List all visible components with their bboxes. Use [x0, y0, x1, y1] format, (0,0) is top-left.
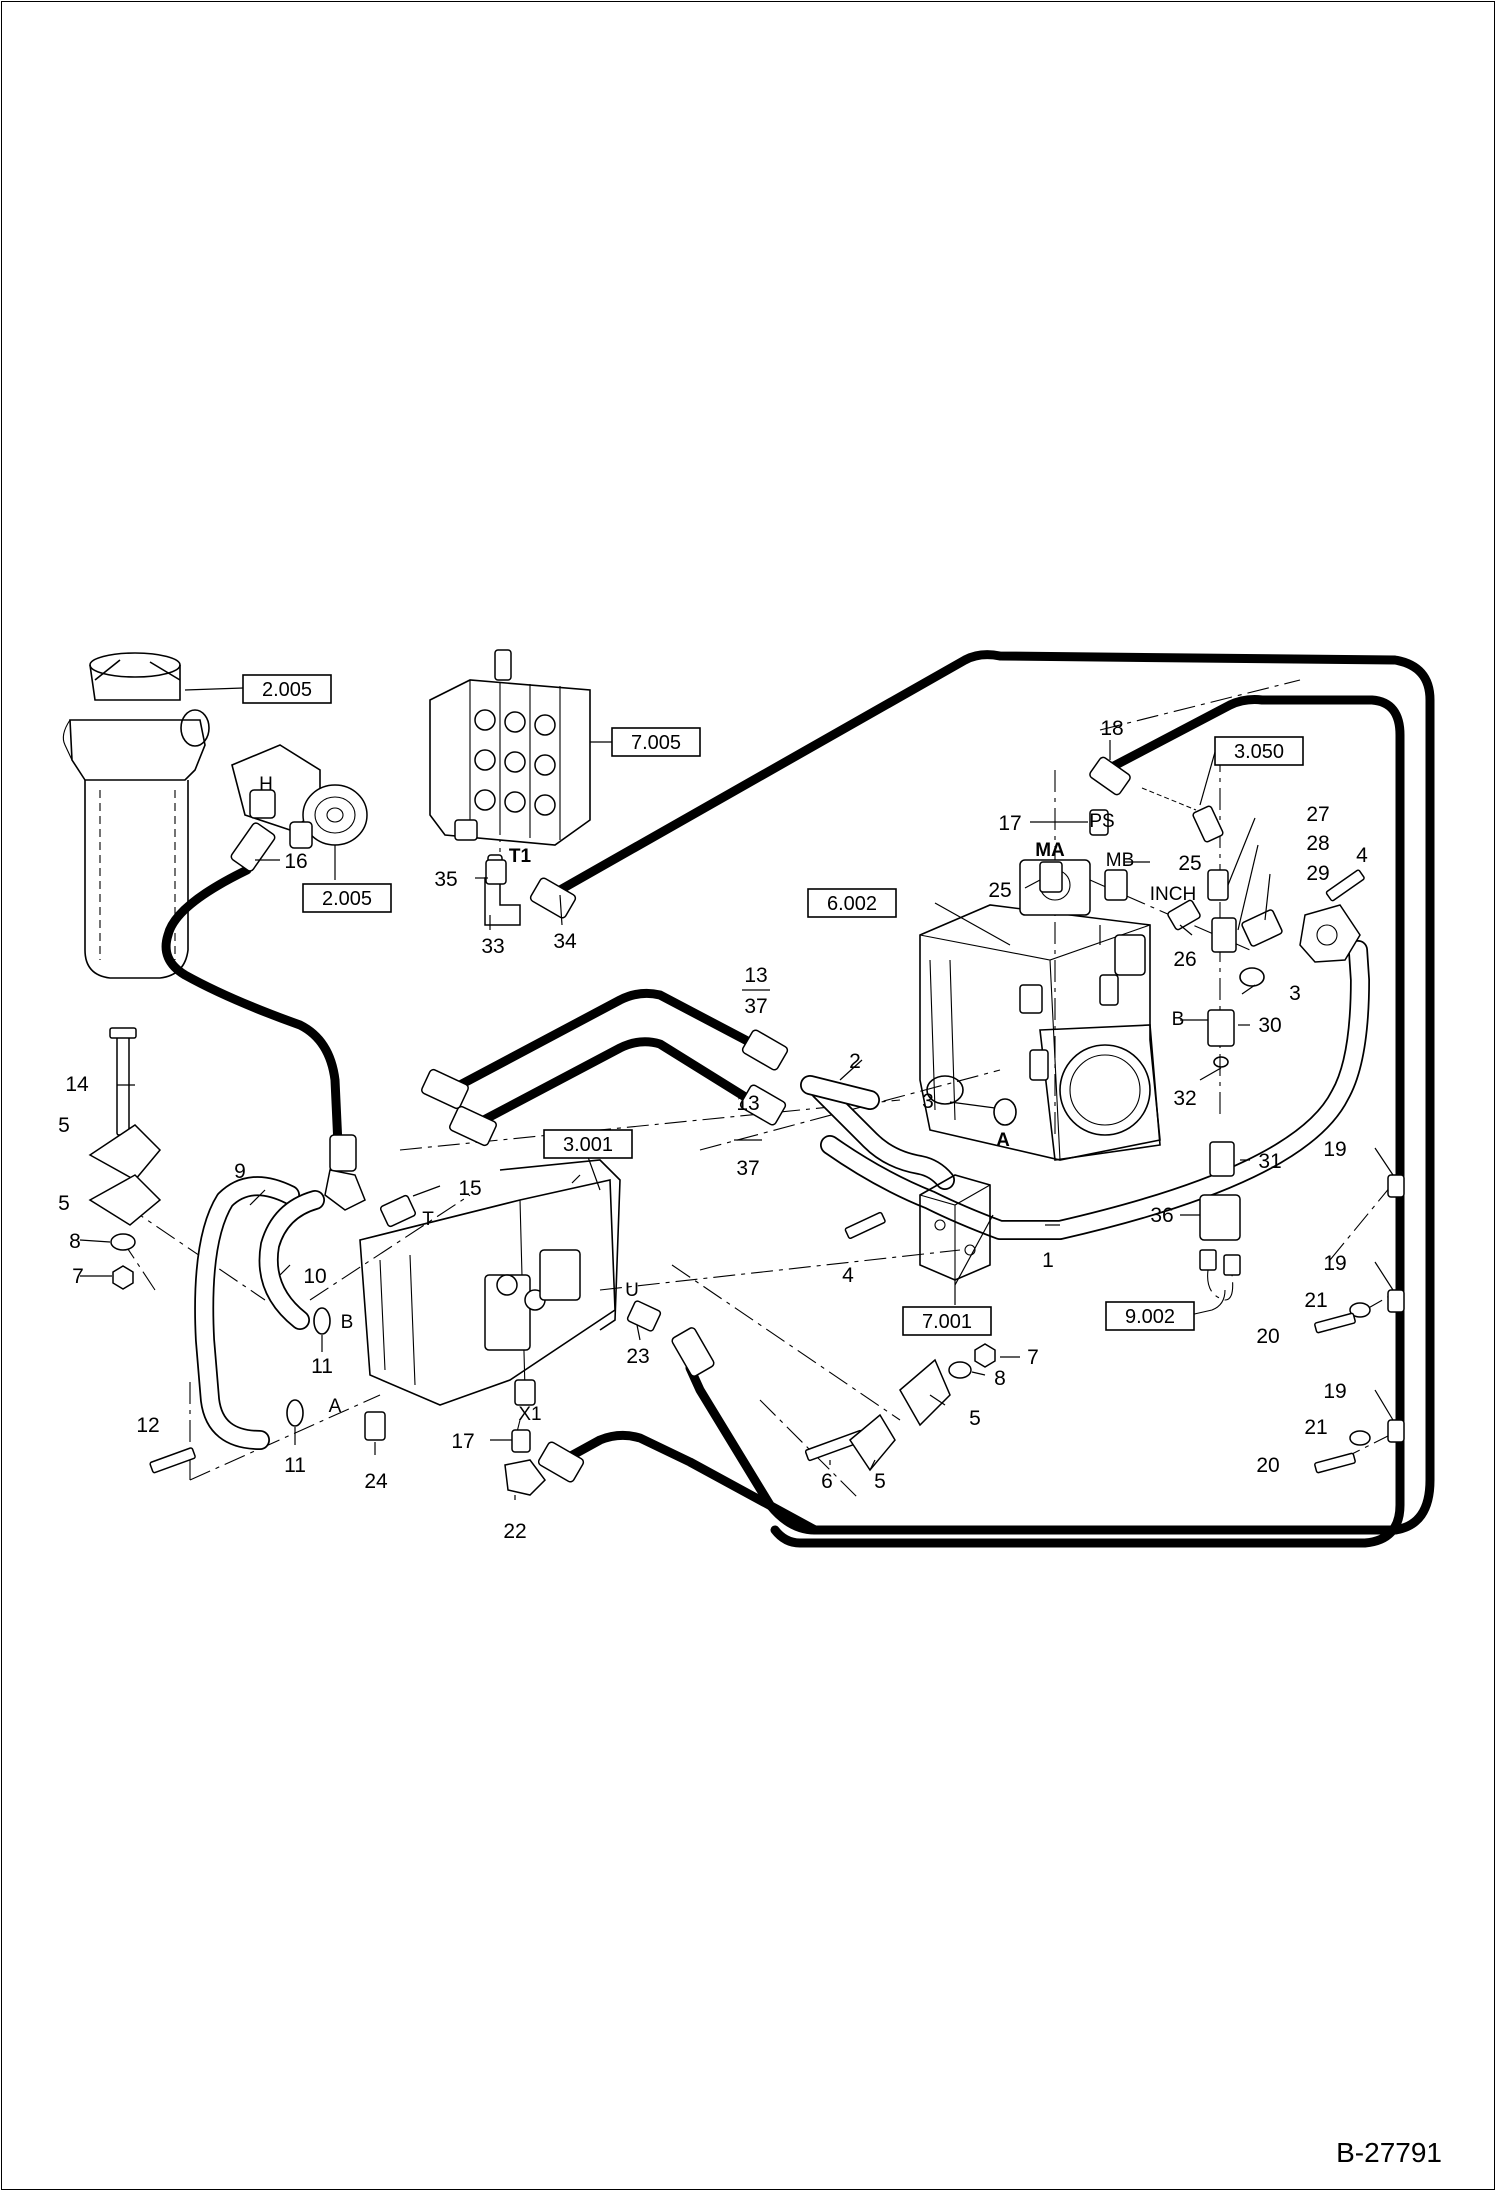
port-label: B [1172, 1009, 1185, 1030]
callout: 9 [234, 1160, 246, 1183]
callout: 14 [65, 1073, 89, 1096]
callout: 18 [1100, 717, 1123, 740]
callout: 5 [58, 1114, 70, 1137]
callout: 5 [58, 1192, 70, 1215]
port-label: MA [1035, 840, 1065, 861]
callout: 4 [1356, 844, 1368, 867]
callout: 1 [1042, 1249, 1054, 1272]
callout: 32 [1173, 1087, 1196, 1110]
callout: 2 [849, 1050, 861, 1073]
callout: 19 [1323, 1252, 1346, 1275]
svg-text:3.001: 3.001 [563, 1134, 613, 1156]
callout: 6 [821, 1470, 833, 1493]
ref-box-motor: 3.001 [543, 1129, 633, 1159]
callout: 11 [284, 1454, 306, 1477]
callout: 21 [1304, 1416, 1327, 1439]
svg-text:9.002: 9.002 [1125, 1306, 1175, 1328]
callout: 29 [1306, 862, 1329, 885]
callout: 25 [988, 879, 1011, 902]
document-id: B-27791 [1336, 2137, 1442, 2168]
callout-numbers: 1 2 3 3 4 4 5 5 5 5 6 7 7 8 8 9 10 11 11… [58, 717, 1368, 1543]
callout: 5 [874, 1470, 886, 1493]
control-valve [429, 649, 591, 926]
callout: 35 [434, 868, 457, 891]
callout: 24 [364, 1470, 388, 1493]
svg-text:7.005: 7.005 [631, 732, 681, 754]
callout: 19 [1323, 1380, 1346, 1403]
ref-box-harness: 9.002 [1105, 1301, 1195, 1331]
callout: 8 [994, 1367, 1006, 1390]
callout: 33 [481, 935, 504, 958]
callout: 30 [1258, 1014, 1281, 1037]
small-parts [88, 787, 1405, 1496]
tubes [194, 940, 1370, 1450]
svg-text:2.005: 2.005 [322, 888, 372, 910]
callout: 37 [736, 1157, 759, 1180]
ref-box-control-valve: 7.005 [611, 727, 701, 757]
callout: 28 [1306, 832, 1329, 855]
callout: 20 [1256, 1325, 1279, 1348]
leader-lines [79, 687, 1394, 1500]
reference-boxes: 2.005 2.005 7.005 3.050 6.002 3.001 7.00… [242, 674, 1304, 1336]
callout: 19 [1323, 1138, 1346, 1161]
callout: 36 [1150, 1204, 1173, 1227]
svg-text:3.050: 3.050 [1234, 741, 1284, 763]
callout: 10 [303, 1265, 326, 1288]
ref-box-filter-top: 2.005 [242, 674, 332, 704]
hydraulic-motor [359, 1159, 621, 1406]
port-label: MB [1106, 850, 1135, 871]
callout: 12 [136, 1414, 159, 1437]
hoses [161, 650, 1435, 1548]
callout: 23 [626, 1345, 649, 1368]
port-label: A [996, 1130, 1010, 1151]
callout: 21 [1304, 1289, 1327, 1312]
port-label: H [259, 774, 273, 795]
svg-text:6.002: 6.002 [827, 893, 877, 915]
callout: 4 [842, 1264, 854, 1287]
callout: 31 [1258, 1150, 1281, 1173]
callout: 13 [744, 964, 767, 987]
port-label: U [625, 1280, 639, 1301]
callout: 22 [503, 1520, 526, 1543]
callout: 37 [744, 995, 767, 1018]
port-label: PS [1089, 811, 1114, 832]
callout: 7 [72, 1265, 84, 1288]
callout: 13 [736, 1092, 759, 1115]
callout: 8 [69, 1230, 81, 1253]
callout: 17 [998, 812, 1021, 835]
filter-housing [62, 652, 210, 979]
ref-box-pump: 6.002 [807, 888, 897, 918]
callout: 15 [458, 1177, 481, 1200]
ref-box-sensor: 3.050 [1214, 736, 1304, 766]
hose-fittings [230, 756, 1131, 1483]
port-label: X1 [518, 1404, 541, 1425]
callout: 27 [1306, 803, 1329, 826]
hydraulic-pump [919, 859, 1161, 1161]
callout: 17 [451, 1430, 474, 1453]
callout: 7 [1027, 1346, 1039, 1369]
ref-box-block: 7.001 [902, 1306, 992, 1336]
svg-text:7.001: 7.001 [922, 1311, 972, 1333]
callout: 20 [1256, 1454, 1279, 1477]
callout: 25 [1178, 852, 1201, 875]
callout: 3 [1289, 982, 1301, 1005]
callout: 5 [969, 1407, 981, 1430]
callout: 11 [311, 1355, 333, 1378]
port-label: A [329, 1396, 342, 1417]
valve-block [919, 1174, 991, 1281]
svg-text:2.005: 2.005 [262, 679, 312, 701]
filter-valve [231, 744, 368, 849]
port-labels: H T1 PS MA MB INCH A B T U B A X1 [259, 774, 1196, 1425]
callout: 16 [284, 850, 307, 873]
port-label: T [422, 1209, 434, 1230]
callout: 26 [1173, 948, 1196, 971]
port-label: INCH [1150, 884, 1196, 905]
port-label: T1 [509, 846, 532, 867]
ref-box-filter-valve: 2.005 [302, 883, 392, 913]
callout: 34 [553, 930, 577, 953]
port-label: B [341, 1312, 354, 1333]
callout: 3 [922, 1090, 934, 1113]
